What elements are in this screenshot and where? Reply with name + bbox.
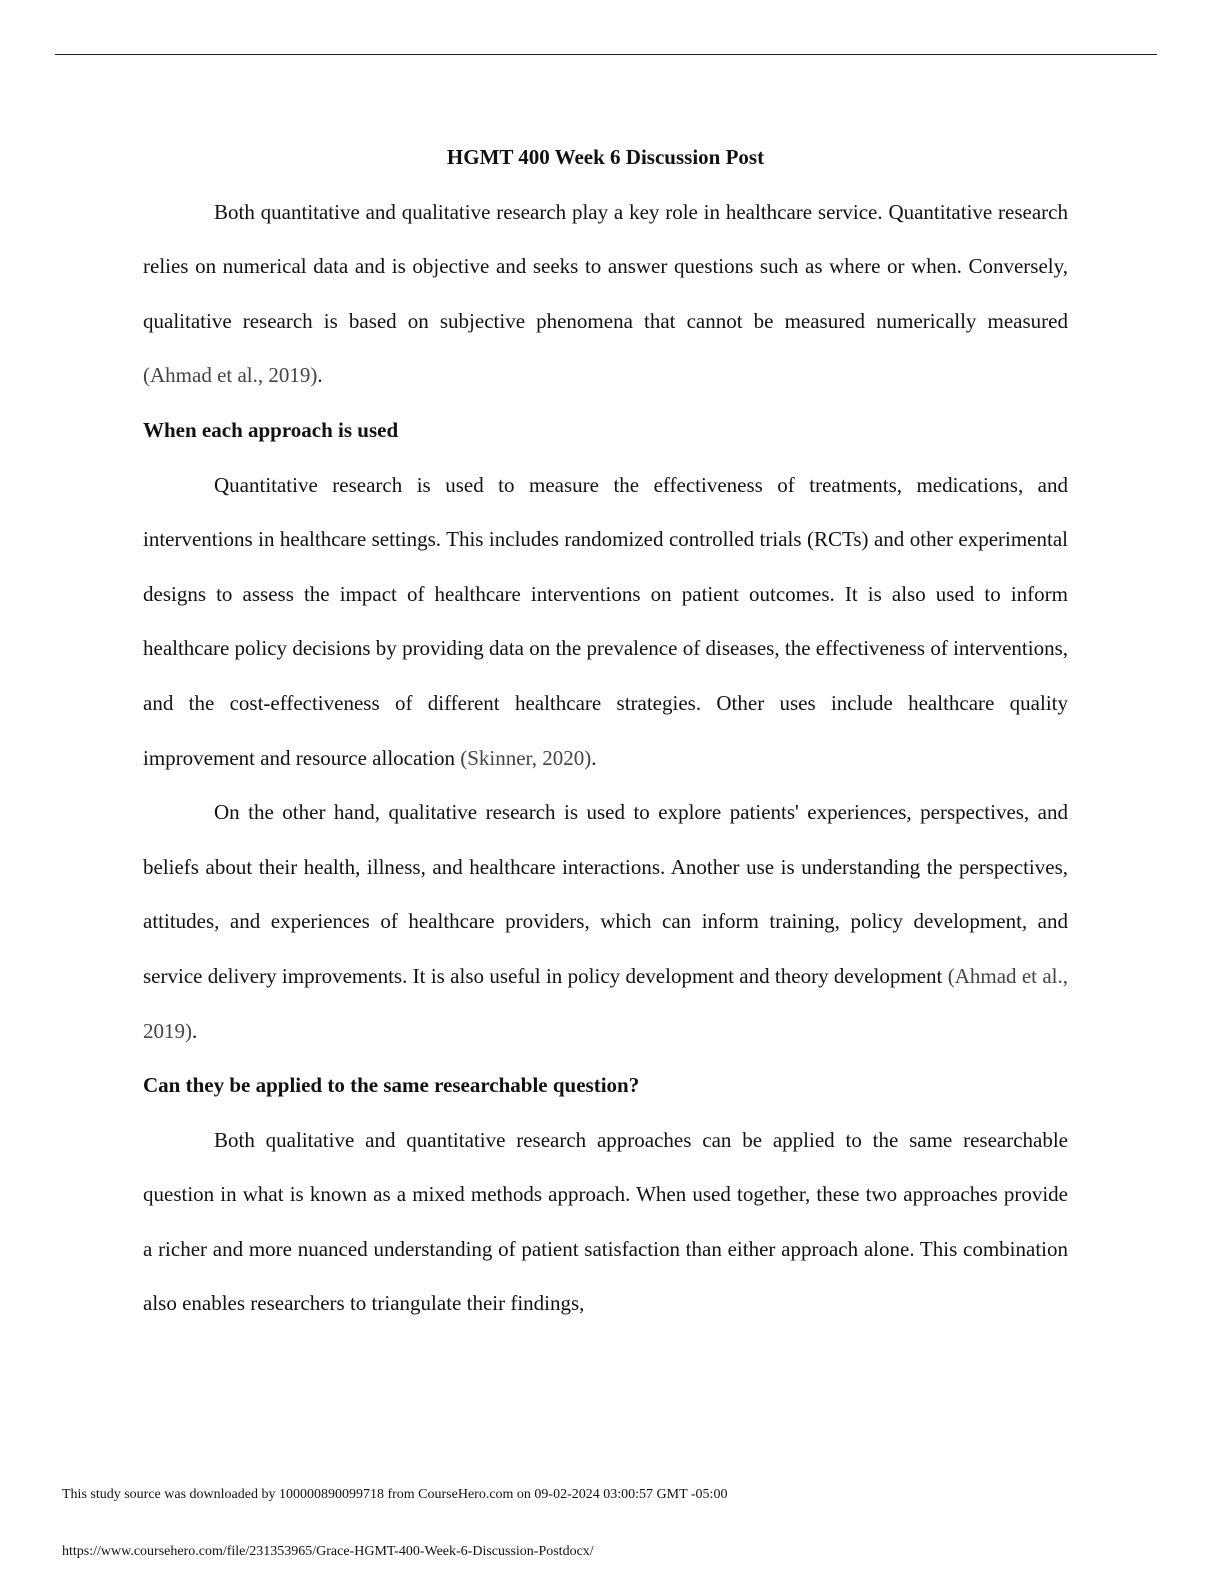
citation: (Skinner, 2020) (460, 745, 592, 770)
citation: (Ahmad et al., 2019) (143, 363, 318, 388)
mixed-methods-paragraph: Both qualitative and quantitative resear… (143, 1113, 1068, 1331)
intro-paragraph: Both quantitative and qualitative resear… (143, 185, 1068, 403)
citation: (Ahmad et al., 2019) (143, 963, 1068, 1043)
paragraph-text: Both qualitative and quantitative resear… (143, 1127, 1068, 1316)
quantitative-use-paragraph: Quantitative research is used to measure… (143, 458, 1068, 786)
source-url: https://www.coursehero.com/file/23135396… (62, 1544, 594, 1559)
paragraph-end: . (192, 1018, 198, 1043)
header-rule (55, 54, 1157, 55)
paragraph-end: . (591, 745, 597, 770)
document-body: HGMT 400 Week 6 Discussion Post Both qua… (143, 130, 1068, 1331)
paragraph-text: Both quantitative and qualitative resear… (143, 199, 1068, 333)
qualitative-use-paragraph: On the other hand, qualitative research … (143, 785, 1068, 1058)
paragraph-text: On the other hand, qualitative research … (143, 800, 1068, 988)
paragraph-text: Quantitative research is used to measure… (143, 472, 1068, 770)
download-source-note: This study source was downloaded by 1000… (62, 1487, 728, 1502)
paragraph-end: . (317, 363, 323, 388)
section-heading-same-question: Can they be applied to the same research… (143, 1073, 640, 1098)
document-title: HGMT 400 Week 6 Discussion Post (446, 145, 765, 169)
section-heading-approach-use: When each approach is used (143, 417, 399, 442)
